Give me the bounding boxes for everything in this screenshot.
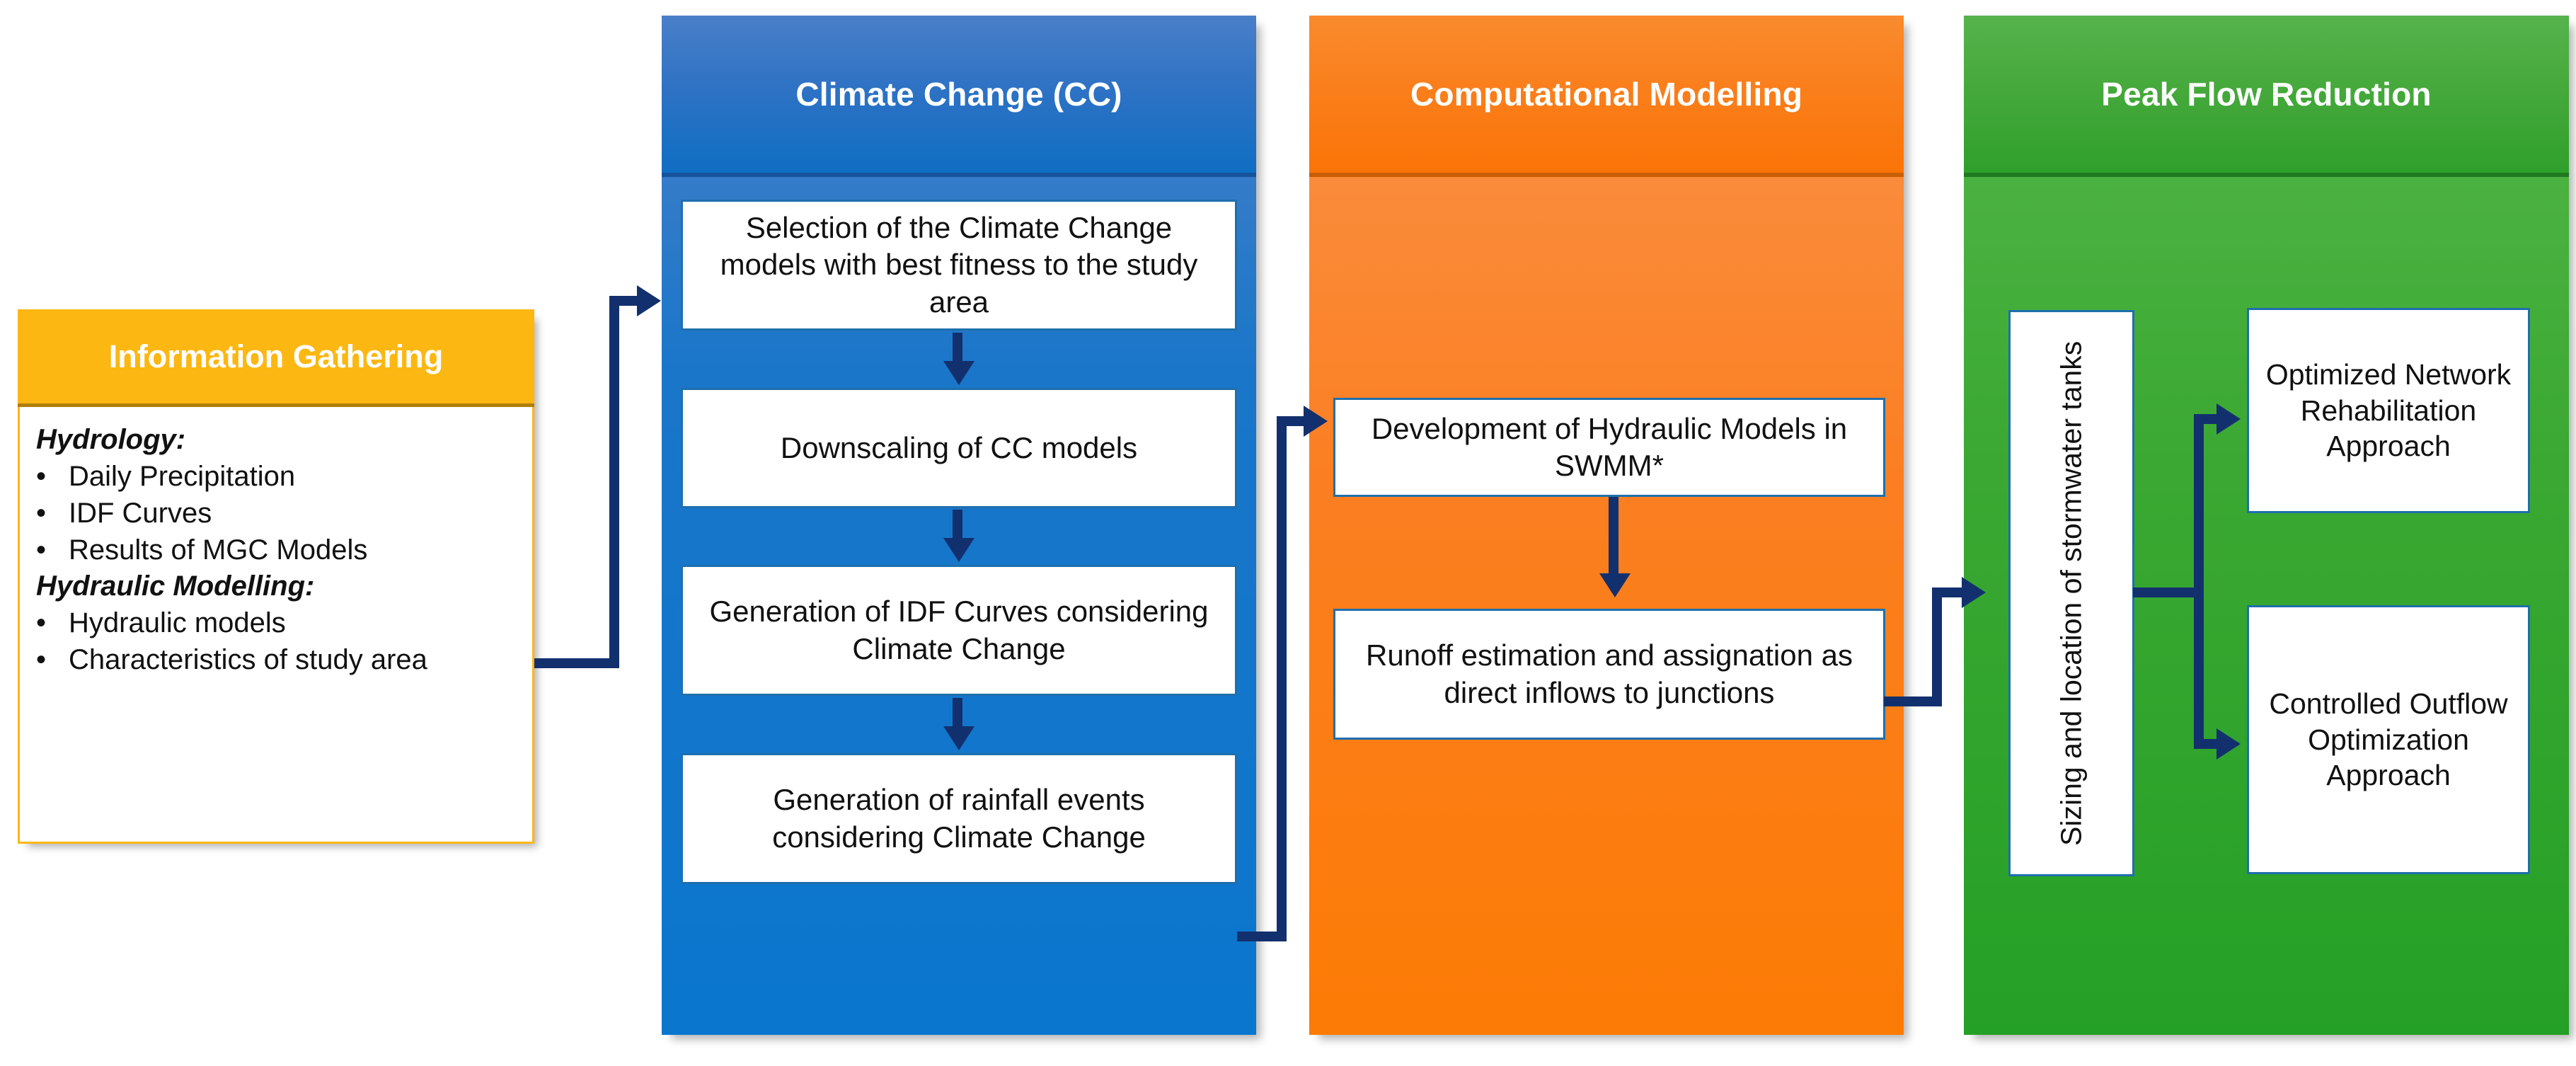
bullet-icon: • [36, 498, 47, 529]
group-label-hydraulic-modelling: Hydraulic Modelling: [36, 571, 315, 602]
connector-segment [1609, 497, 1618, 576]
lane-computational-modelling-header: Computational Modelling [1309, 16, 1904, 177]
bullet-icon: • [36, 461, 47, 493]
arrow-head-right-icon [2216, 728, 2241, 760]
list-item-label: Daily Precipitation [69, 461, 296, 493]
step-box-runoff-estimation: Runoff estimation and assignation as dir… [1333, 609, 1885, 740]
lane-computational-modelling-body [1309, 16, 1904, 1035]
step-label: Downscaling of CC models [780, 430, 1138, 464]
list-item: • Characteristics of study area [36, 641, 516, 678]
bullet-icon: • [36, 644, 47, 676]
bullet-icon: • [36, 607, 47, 639]
bullet-icon: • [36, 534, 47, 566]
connector-segment [609, 296, 619, 668]
lane-climate-change-title: Climate Change (CC) [795, 75, 1122, 113]
step-box-rainfall-events-generation: Generation of rainfall events considerin… [681, 753, 1237, 884]
arrow-head-down-icon [1599, 573, 1631, 597]
step-box-controlled-outflow-optimization: Controlled Outflow Optimization Approach [2247, 605, 2530, 874]
step-label: Generation of rainfall events considerin… [772, 783, 1146, 854]
connector-segment [1277, 416, 1287, 941]
step-box-downscaling-cc-models: Downscaling of CC models [681, 388, 1237, 508]
connector-segment [534, 658, 619, 668]
arrow-head-right-icon [1962, 577, 1986, 608]
step-label: Optimized Network Rehabilitation Approac… [2265, 357, 2512, 463]
group-label-hydrology: Hydrology: [36, 424, 186, 455]
lane-computational-modelling: Computational Modelling [1309, 16, 1904, 1035]
list-item: • IDF Curves [36, 495, 516, 532]
list-item: • Daily Precipitation [36, 458, 516, 495]
list-item-label: Characteristics of study area [69, 644, 427, 676]
connector-segment [1237, 932, 1287, 941]
lane-climate-change-header: Climate Change (CC) [662, 16, 1256, 177]
step-box-optimized-network-rehabilitation: Optimized Network Rehabilitation Approac… [2247, 308, 2530, 513]
lane-peak-flow-reduction-header: Peak Flow Reduction [1964, 16, 2569, 177]
information-gathering-header: Information Gathering [18, 309, 534, 407]
step-label: Development of Hydraulic Models in SWMM* [1371, 411, 1848, 482]
step-label: Runoff estimation and assignation as dir… [1366, 638, 1853, 709]
step-box-idf-curves-generation: Generation of IDF Curves considering Cli… [681, 565, 1237, 696]
arrow-head-right-icon [1304, 406, 1328, 437]
connector-segment [953, 698, 962, 729]
arrow-head-right-icon [637, 285, 661, 316]
connector-segment [2194, 414, 2204, 597]
information-gathering-list: Hydrology: • Daily Precipitation • IDF C… [18, 412, 534, 678]
list-item-label: Hydraulic models [69, 607, 286, 639]
step-box-sizing-location-stormwater-tanks: Sizing and location of stormwater tanks [2008, 310, 2134, 876]
list-item-label: IDF Curves [69, 498, 212, 529]
list-item: • Hydraulic models [36, 604, 516, 641]
arrow-head-down-icon [943, 726, 974, 750]
list-item-label: Results of MGC Models [69, 534, 368, 566]
arrow-head-down-icon [943, 361, 974, 385]
lane-peak-flow-reduction-title: Peak Flow Reduction [2101, 75, 2432, 113]
connector-segment [953, 333, 962, 364]
step-label: Selection of the Climate Change models w… [720, 211, 1198, 319]
arrow-head-down-icon [943, 538, 974, 562]
step-box-hydraulic-models-swmm: Development of Hydraulic Models in SWMM* [1333, 398, 1885, 497]
step-label: Sizing and location of stormwater tanks [2054, 340, 2088, 846]
list-item: • Results of MGC Models [36, 532, 516, 568]
connector-segment [1884, 697, 1942, 706]
information-gathering-card: Information Gathering Hydrology: • Daily… [18, 309, 534, 844]
step-label: Generation of IDF Curves considering Cli… [709, 595, 1209, 665]
step-label: Controlled Outflow Optimization Approach [2269, 687, 2508, 792]
lane-computational-modelling-title: Computational Modelling [1410, 75, 1802, 113]
step-box-selection-of-cc-models: Selection of the Climate Change models w… [681, 200, 1237, 331]
arrow-head-right-icon [2216, 403, 2241, 435]
connector-segment [1932, 588, 1942, 706]
connector-segment [2194, 588, 2204, 749]
connector-segment [953, 510, 962, 541]
information-gathering-title: Information Gathering [108, 338, 444, 374]
connector-segment [2133, 588, 2204, 597]
